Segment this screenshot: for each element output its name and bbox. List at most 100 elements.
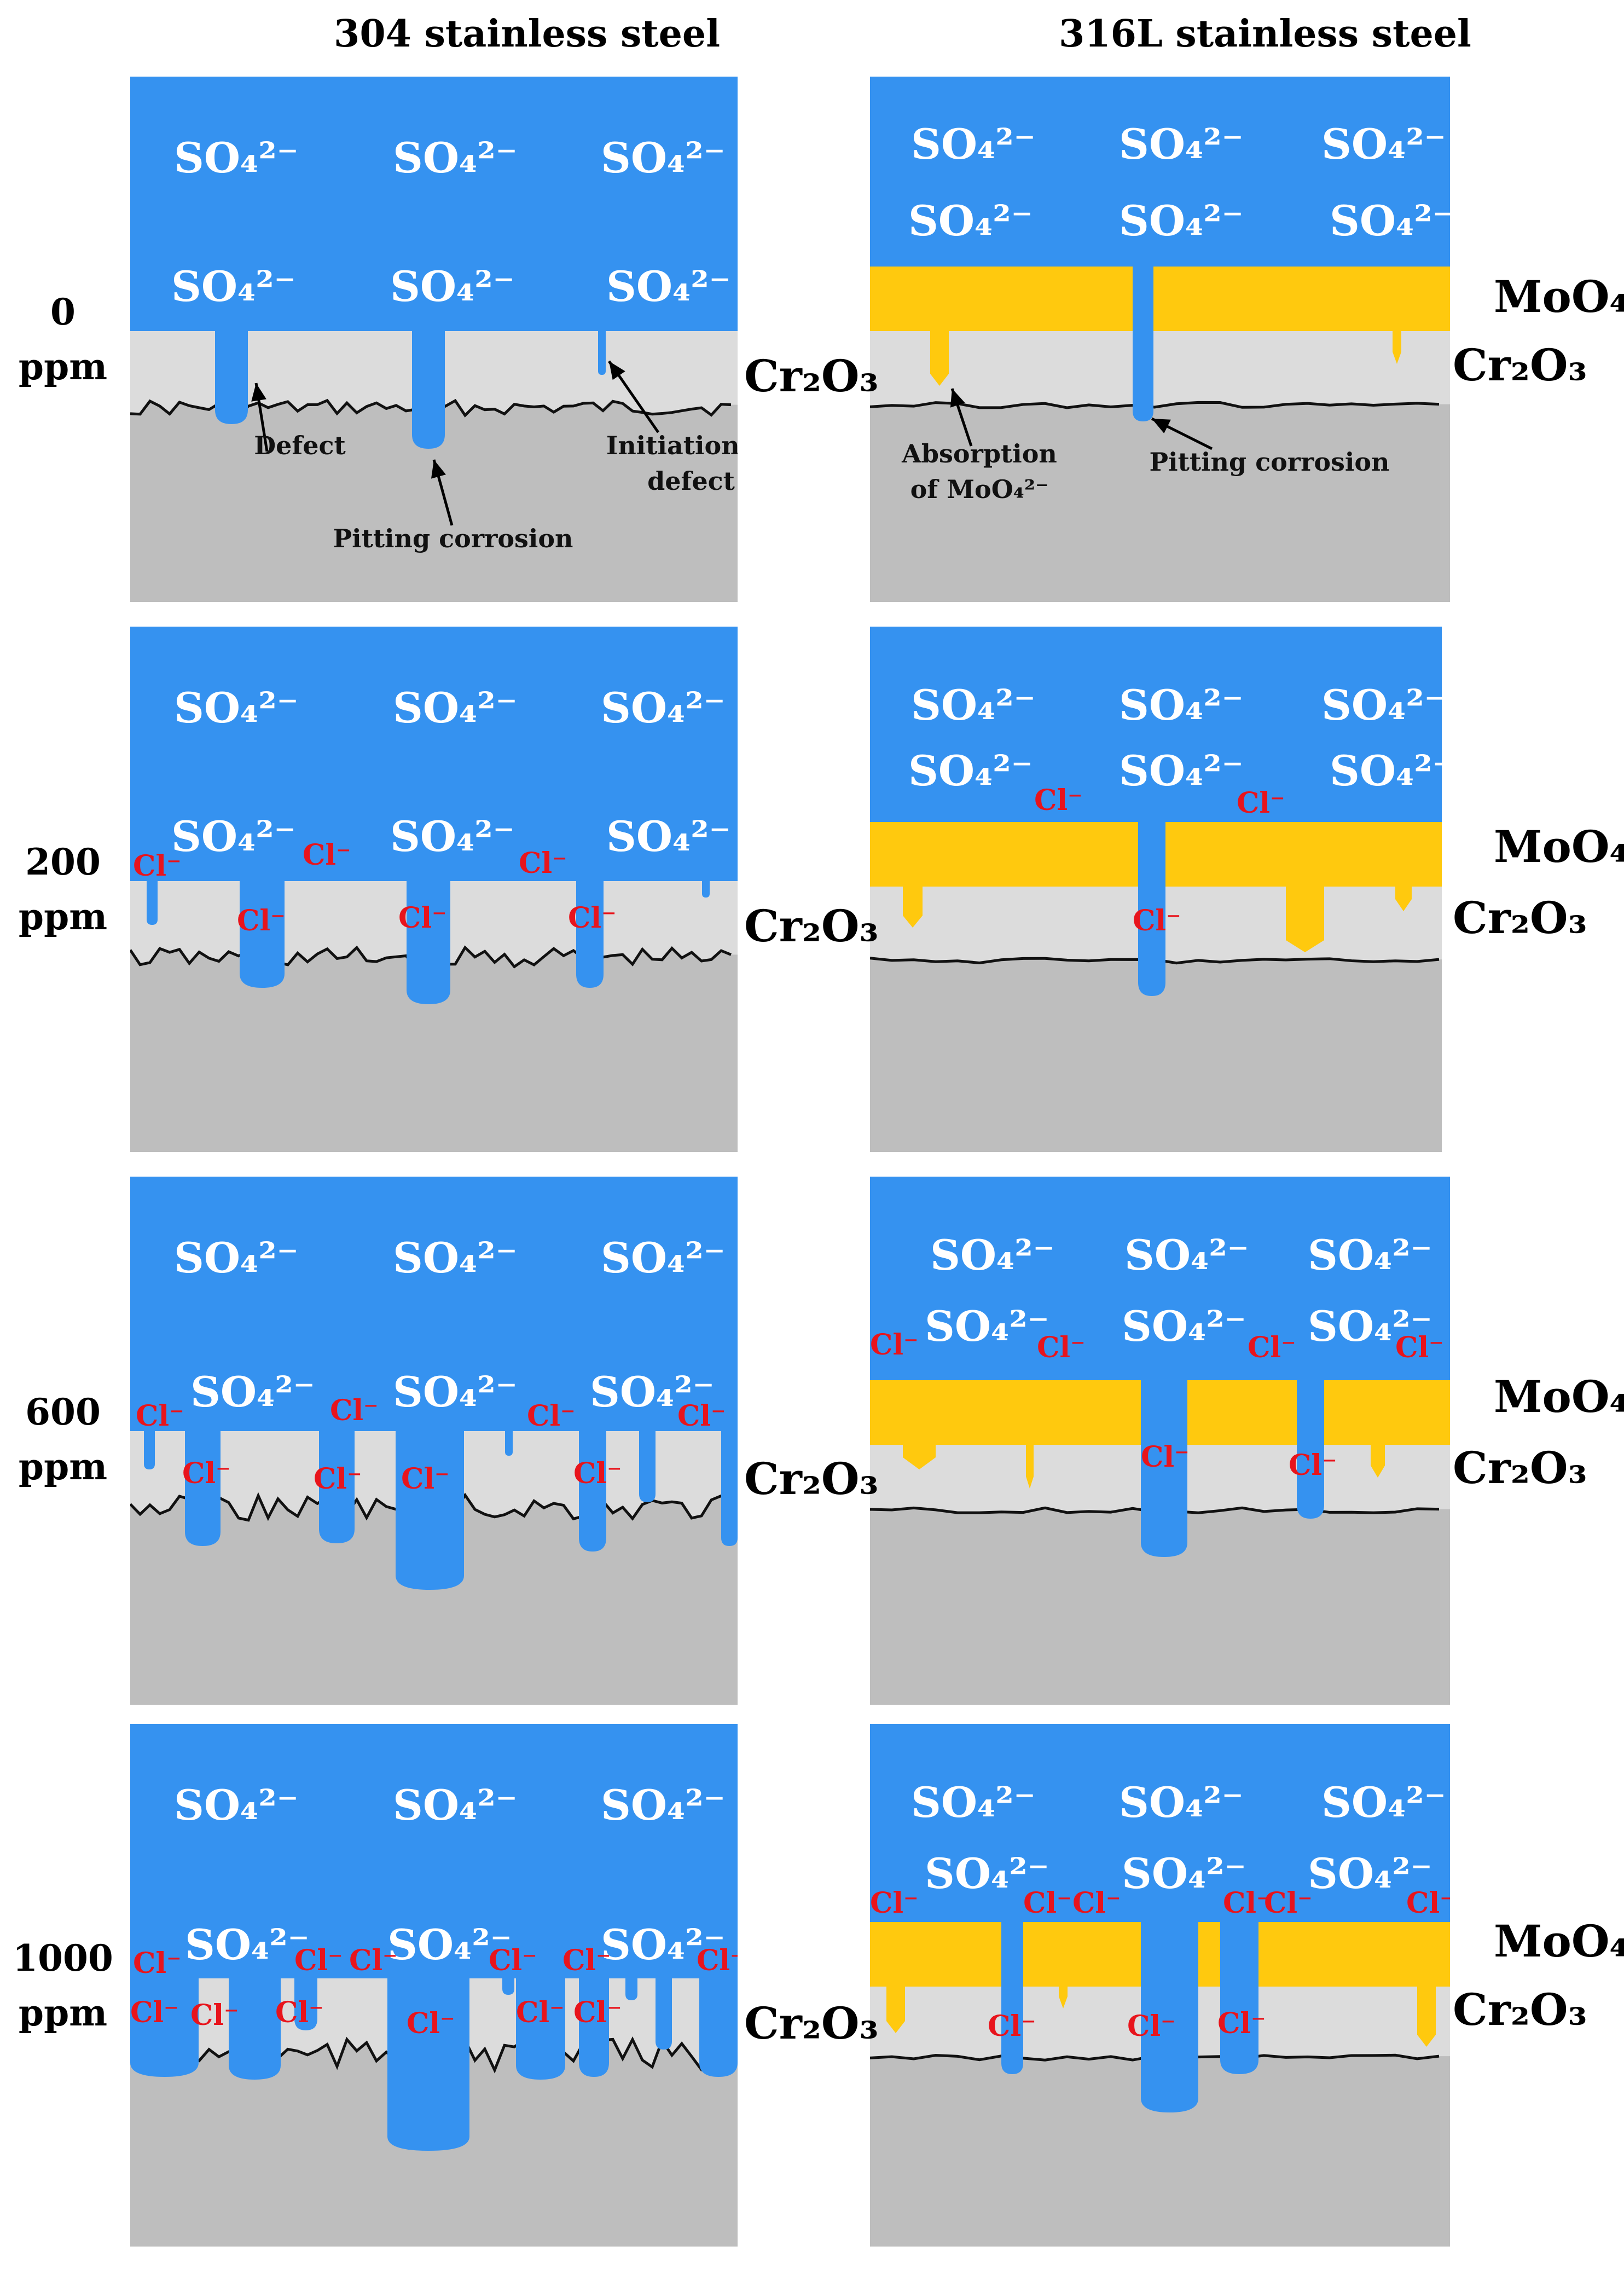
arrow-head [609,361,625,380]
chloride-ion-label: Cl⁻ [489,1944,537,1977]
chloride-ion-label: Cl⁻ [1217,2007,1266,2040]
arrow-head [950,389,965,408]
row-unit: ppm [18,1992,108,2034]
sulfate-ion-label: SO₄²⁻ [1119,1778,1244,1827]
chloride-ion-label: Cl⁻ [1264,1886,1313,1920]
oxide-film-label-304: Cr₂O₃ [744,1998,879,2049]
pit [516,1977,565,2080]
sulfate-ion-label: SO₄²⁻ [601,1234,726,1282]
chloride-ion-label: Cl⁻ [677,1399,726,1433]
pit [576,880,604,988]
chloride-ion-label: Cl⁻ [1237,786,1285,820]
chloride-ion-label: Cl⁻ [1023,1886,1072,1920]
molybdate-intrusion [1286,885,1324,952]
pit [319,1430,355,1543]
oxide-film-label-316l: Cr₂O₃ [1453,892,1587,943]
pit [396,1430,464,1590]
pit [1141,1380,1187,1557]
molybdate-intrusion [1026,1444,1034,1489]
sulfate-ion-label: SO₄²⁻ [174,684,299,732]
sulfate-ion-label: SO₄²⁻ [606,262,731,311]
sulfate-ion-label: SO₄²⁻ [1119,746,1244,795]
molybdate-intrusion [1417,1985,1436,2047]
chloride-ion-label: Cl⁻ [1248,1331,1296,1364]
panel-304-600ppm: SO₄²⁻SO₄²⁻SO₄²⁻SO₄²⁻SO₄²⁻SO₄²⁻Cl⁻Cl⁻Cl⁻C… [130,1177,738,1705]
sulfate-ion-label: SO₄²⁻ [911,120,1036,169]
molybdate-intrusion [886,1985,905,2033]
pit [598,330,606,375]
chloride-ion-label: Cl⁻ [190,1999,239,2032]
annotation-text: Pitting corrosion [333,524,573,553]
sulfate-ion-label: SO₄²⁻ [390,262,515,311]
annotation-text: Initiation of [606,431,738,460]
chloride-ion-label: Cl⁻ [1133,904,1181,937]
pit [1141,1922,1198,2112]
pit [505,1430,513,1456]
chloride-ion-label: Cl⁻ [1072,1886,1121,1920]
sulfate-ion-label: SO₄²⁻ [1321,120,1446,169]
annotation-text: of MoO₄²⁻ [910,474,1049,504]
pit [412,330,445,449]
panel-316l-0ppm: SO₄²⁻SO₄²⁻SO₄²⁻SO₄²⁻SO₄²⁻SO₄²⁻Absorption… [870,77,1450,602]
sulfate-ion-label: SO₄²⁻ [1124,1231,1249,1280]
pit [625,1977,637,2000]
chloride-ion-label: Cl⁻ [1141,1440,1190,1474]
pit [1220,1922,1258,2074]
sulfate-ion-label: SO₄²⁻ [601,1920,726,1969]
sulfate-ion-label: SO₄²⁻ [174,1234,299,1282]
chloride-ion-label: Cl⁻ [330,1394,379,1427]
arrow-head [251,383,266,402]
annotation-text: defect [647,466,735,496]
sulfate-ion-label: SO₄²⁻ [606,812,731,861]
sulfate-ion-label: SO₄²⁻ [1308,1302,1432,1351]
molybdate-intrusion [903,1444,936,1469]
row-label-1000ppm: 1000 ppm [0,1931,126,2040]
pit [699,1977,738,2077]
pit [387,1977,469,2151]
sulfate-ion-label: SO₄²⁻ [174,134,299,182]
oxide-film-label-304: Cr₂O₃ [744,350,879,402]
sulfate-ion-label: SO₄²⁻ [390,812,515,861]
molybdate-intrusion [1395,885,1412,911]
column-title-316l: 316L stainless steel [1059,12,1471,56]
chloride-ion-label: Cl⁻ [303,838,351,872]
chloride-ion-label: Cl⁻ [398,901,447,935]
sulfate-ion-label: SO₄²⁻ [171,812,296,861]
row-concentration: 0 [50,291,76,333]
chloride-ion-label: Cl⁻ [519,847,567,880]
chloride-ion-label: Cl⁻ [1127,2010,1176,2043]
oxide-film-label-316l: Cr₂O₃ [1453,1984,1587,2035]
pit [1297,1380,1324,1519]
chloride-ion-label: Cl⁻ [182,1457,231,1490]
panel-316l-200ppm: SO₄²⁻SO₄²⁻SO₄²⁻SO₄²⁻SO₄²⁻SO₄²⁻Cl⁻Cl⁻Cl⁻ [870,627,1442,1152]
row-unit: ppm [18,895,108,938]
chloride-ion-label: Cl⁻ [133,1947,182,1980]
row-unit: ppm [18,1445,108,1488]
pit [656,1977,672,2050]
row-label-600ppm: 600 ppm [0,1385,126,1494]
molybdate-layer-label: MoO₄²⁻ [1494,271,1624,322]
sulfate-solution [130,1724,738,1978]
pit [229,1977,281,2080]
panel-304-0ppm: SO₄²⁻SO₄²⁻SO₄²⁻SO₄²⁻SO₄²⁻SO₄²⁻DefectPitt… [130,77,738,602]
sulfate-ion-label: SO₄²⁻ [911,1778,1036,1827]
sulfate-ion-label: SO₄²⁻ [190,1368,315,1416]
sulfate-ion-label: SO₄²⁻ [393,1781,518,1830]
chloride-ion-label: Cl⁻ [697,1944,738,1977]
sulfate-ion-label: SO₄²⁻ [911,681,1036,730]
oxide-film-label-304: Cr₂O₃ [744,900,879,952]
chloride-ion-label: Cl⁻ [130,1996,179,2029]
sulfate-ion-label: SO₄²⁻ [1119,681,1244,730]
sulfate-ion-label: SO₄²⁻ [393,1234,518,1282]
pit [407,880,450,1004]
sulfate-ion-label: SO₄²⁻ [1119,120,1244,169]
row-concentration: 600 [25,1391,101,1433]
chloride-ion-label: Cl⁻ [237,904,286,937]
chloride-ion-label: Cl⁻ [562,1944,611,1977]
annotation-text: Defect [254,431,346,460]
pit [1001,1922,1023,2074]
pit [130,1977,199,2077]
molybdate-intrusion [1371,1444,1385,1478]
chloride-ion-label: Cl⁻ [573,1457,622,1490]
chloride-ion-label: Cl⁻ [1223,1886,1272,1920]
